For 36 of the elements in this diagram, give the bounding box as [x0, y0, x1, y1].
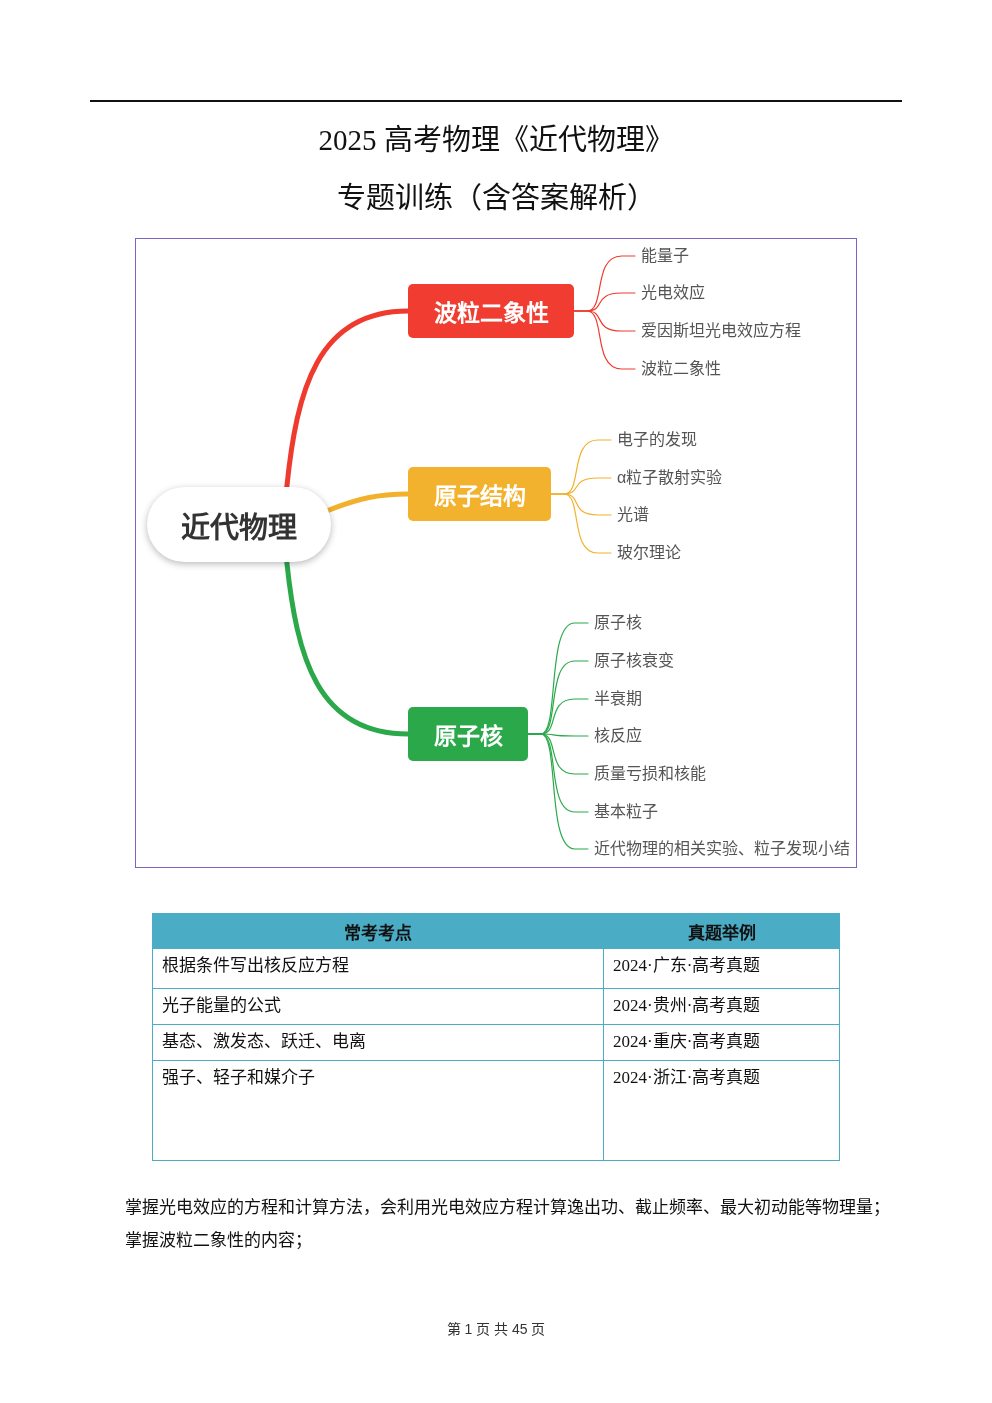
subtopic-label: 玻尔理论 — [617, 543, 681, 563]
table-header-cell: 常考考点 — [152, 913, 604, 949]
page-subtitle: 专题训练（含答案解析） — [336, 181, 656, 216]
subtopic-label: 质量亏损和核能 — [594, 764, 706, 784]
page-title: 2025 高考物理《近代物理》 — [318, 123, 674, 158]
subtopic-label: 近代物理的相关实验、粒子发现小结 — [594, 839, 850, 859]
subtopic-label: 爱因斯坦光电效应方程 — [641, 321, 801, 341]
subtopic-label: 波粒二象性 — [641, 359, 721, 379]
body-paragraph: 掌握光电效应的方程和计算方法，会利用光电效应方程计算逸出功、截止频率、最大初动能等物理量；掌握波粒二象性的内容； — [125, 1197, 891, 1252]
subtopic-label: 核反应 — [594, 726, 642, 746]
table-cell: 根据条件写出核反应方程 — [152, 948, 604, 989]
subtopic-label: 基本粒子 — [594, 802, 658, 822]
table-cell: 2024·浙江·高考真题 — [603, 1060, 840, 1161]
table-header-cell: 真题举例 — [603, 913, 840, 949]
subtopic-label: 电子的发现 — [617, 430, 697, 450]
subtopic-label: 能量子 — [641, 246, 689, 266]
topic-box: 原子结构 — [408, 467, 551, 521]
connector-line — [573, 310, 636, 370]
subtopic-label: α粒子散射实验 — [617, 468, 723, 488]
central-topic: 近代物理 — [147, 487, 331, 562]
connector-line — [550, 493, 612, 554]
subtopic-label: 半衰期 — [594, 689, 642, 709]
table-cell: 强子、轻子和媒介子 — [152, 1060, 604, 1161]
table-cell: 基态、激发态、跃迁、电离 — [152, 1024, 604, 1061]
topic-box: 波粒二象性 — [408, 284, 574, 338]
table-cell: 光子能量的公式 — [152, 988, 604, 1025]
subtopic-label: 原子核衰变 — [594, 651, 674, 671]
page-number: 第 1 页 共 45 页 — [446, 1320, 546, 1338]
table-cell: 2024·广东·高考真题 — [603, 948, 840, 989]
table-cell: 2024·重庆·高考真题 — [603, 1024, 840, 1061]
subtopic-label: 原子核 — [594, 613, 642, 633]
table-cell: 2024·贵州·高考真题 — [603, 988, 840, 1025]
connector-line — [527, 733, 589, 850]
subtopic-label: 光电效应 — [641, 283, 705, 303]
subtopic-label: 光谱 — [617, 505, 649, 525]
topic-box: 原子核 — [408, 707, 528, 761]
